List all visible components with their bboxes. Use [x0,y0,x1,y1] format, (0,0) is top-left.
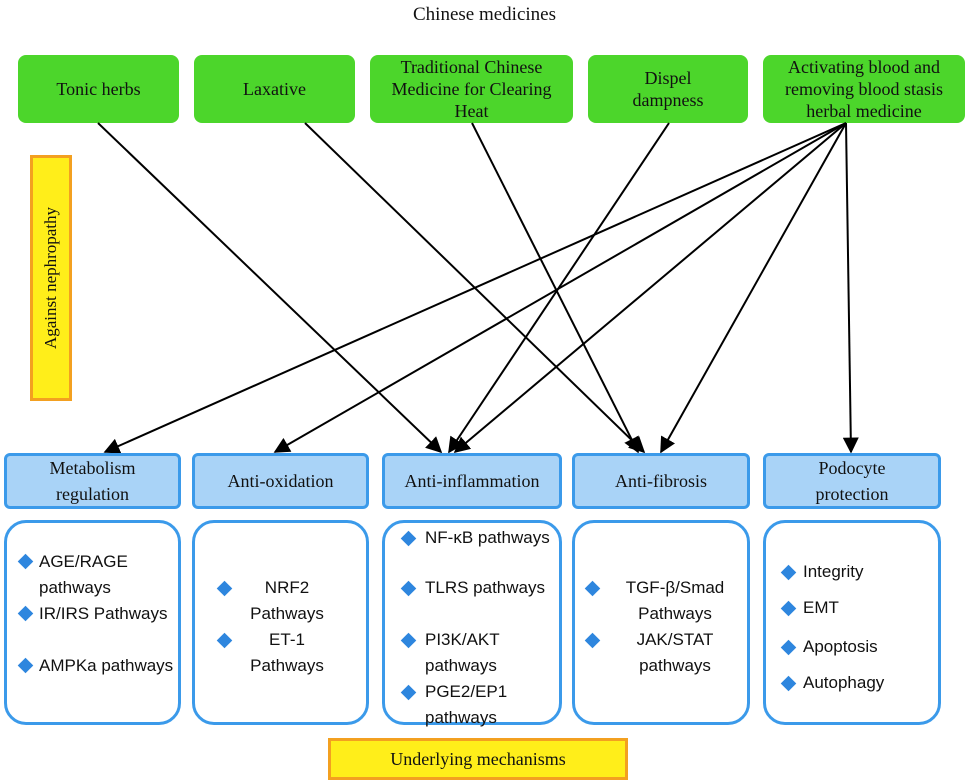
bullet-diamond-icon [400,684,417,701]
pathway-item: EMT [803,598,839,617]
herb-label: Laxative [243,79,306,99]
herb-dispel-dampness: Dispel dampness [588,55,748,123]
bullet-diamond-icon [400,580,417,597]
pathway-item: PI3K/AKT pathways [425,630,500,675]
bullet-diamond-icon [400,530,417,547]
detail-box-podocyte: Integrity EMT Apoptosis Autophagy [763,520,941,725]
herb-label: Dispel dampness [632,68,704,110]
bullet-diamond-icon [216,580,233,597]
arrow-blood-to-podocyte [842,122,859,454]
mechanism-anti-oxidation: Anti-oxidation [192,453,369,509]
mechanism-label: Anti-inflammation [404,471,540,491]
bullet-diamond-icon [780,675,797,692]
bullet-diamond-icon [780,639,797,656]
bullet-diamond-icon [780,600,797,617]
bullet-diamond-icon [17,553,34,570]
mechanism-anti-fibrosis: Anti-fibrosis [572,453,750,509]
mechanism-anti-inflammation: Anti-inflammation [382,453,562,509]
diagram-title: Chinese medicines [413,4,556,25]
bottom-label-text: Underlying mechanisms [390,748,566,769]
bullet-diamond-icon [584,580,601,597]
detail-box-metabolism: AGE/RAGE pathways IR/IRS Pathways AMPKa … [4,520,181,725]
detail-box-fibrosis: TGF-β/Smad Pathways JAK/STAT pathways [572,520,750,725]
bullet-diamond-icon [400,632,417,649]
pathway-item: PGE2/EP1 pathways [425,682,508,727]
bullet-diamond-icon [780,564,797,581]
arrow-blood-to-fibrosis [660,122,847,454]
bullet-diamond-icon [216,632,233,649]
underlying-mechanisms-label: Underlying mechanisms [328,738,628,780]
bullet-diamond-icon [584,632,601,649]
pathway-item: JAK/STAT pathways [636,630,714,675]
herb-clearing-heat: Traditional Chinese Medicine for Clearin… [370,55,573,123]
herb-label: Traditional Chinese Medicine for Clearin… [391,57,552,121]
pathway-item: Integrity [803,562,864,581]
mechanism-label: Anti-oxidation [227,471,334,491]
arrow-blood-to-oxidation [273,122,847,453]
pathway-item: TGF-β/Smad Pathways [625,578,725,623]
mechanism-podocyte-protection: Podocyte protection [763,453,941,509]
pathway-item: TLRS pathways [425,578,545,597]
bullet-diamond-icon [17,657,34,674]
against-nephropathy-label: Against nephropathy [30,155,72,401]
mechanism-metabolism-regulation: Metabolism regulation [4,453,181,509]
bullet-diamond-icon [17,605,34,622]
pathway-item: IR/IRS Pathways [39,604,168,623]
pathway-item: ET-1 Pathways [250,630,324,675]
pathway-item: AGE/RAGE pathways [39,552,128,597]
herb-activating-blood: Activating blood and removing blood stas… [763,55,965,123]
arrow-blood-to-metabolism [103,122,847,454]
pathway-item: Autophagy [803,673,885,692]
mechanism-label: Metabolism regulation [49,458,136,504]
pathway-item: AMPKa pathways [39,656,174,675]
herb-tonic-herbs: Tonic herbs [18,55,179,123]
mechanism-label: Anti-fibrosis [615,471,707,491]
herb-laxative: Laxative [194,55,355,123]
pathway-item: NRF2 Pathways [250,578,324,623]
detail-box-inflammation: NF-κB pathways TLRS pathways PI3K/AKT pa… [382,520,562,727]
pathway-item: NF-κB pathways [425,528,550,547]
pathway-item: Apoptosis [803,637,878,656]
mechanism-label: Podocyte protection [815,458,889,504]
detail-box-oxidation: NRF2 Pathways ET-1 Pathways [192,520,369,725]
herb-label: Tonic herbs [56,79,141,99]
arrow-tonic-to-inflammation [97,122,443,454]
arrow-heat-to-fibrosis [471,122,639,454]
arrow-blood-to-inflammation [453,122,847,454]
herb-label: Activating blood and removing blood stas… [785,57,943,121]
